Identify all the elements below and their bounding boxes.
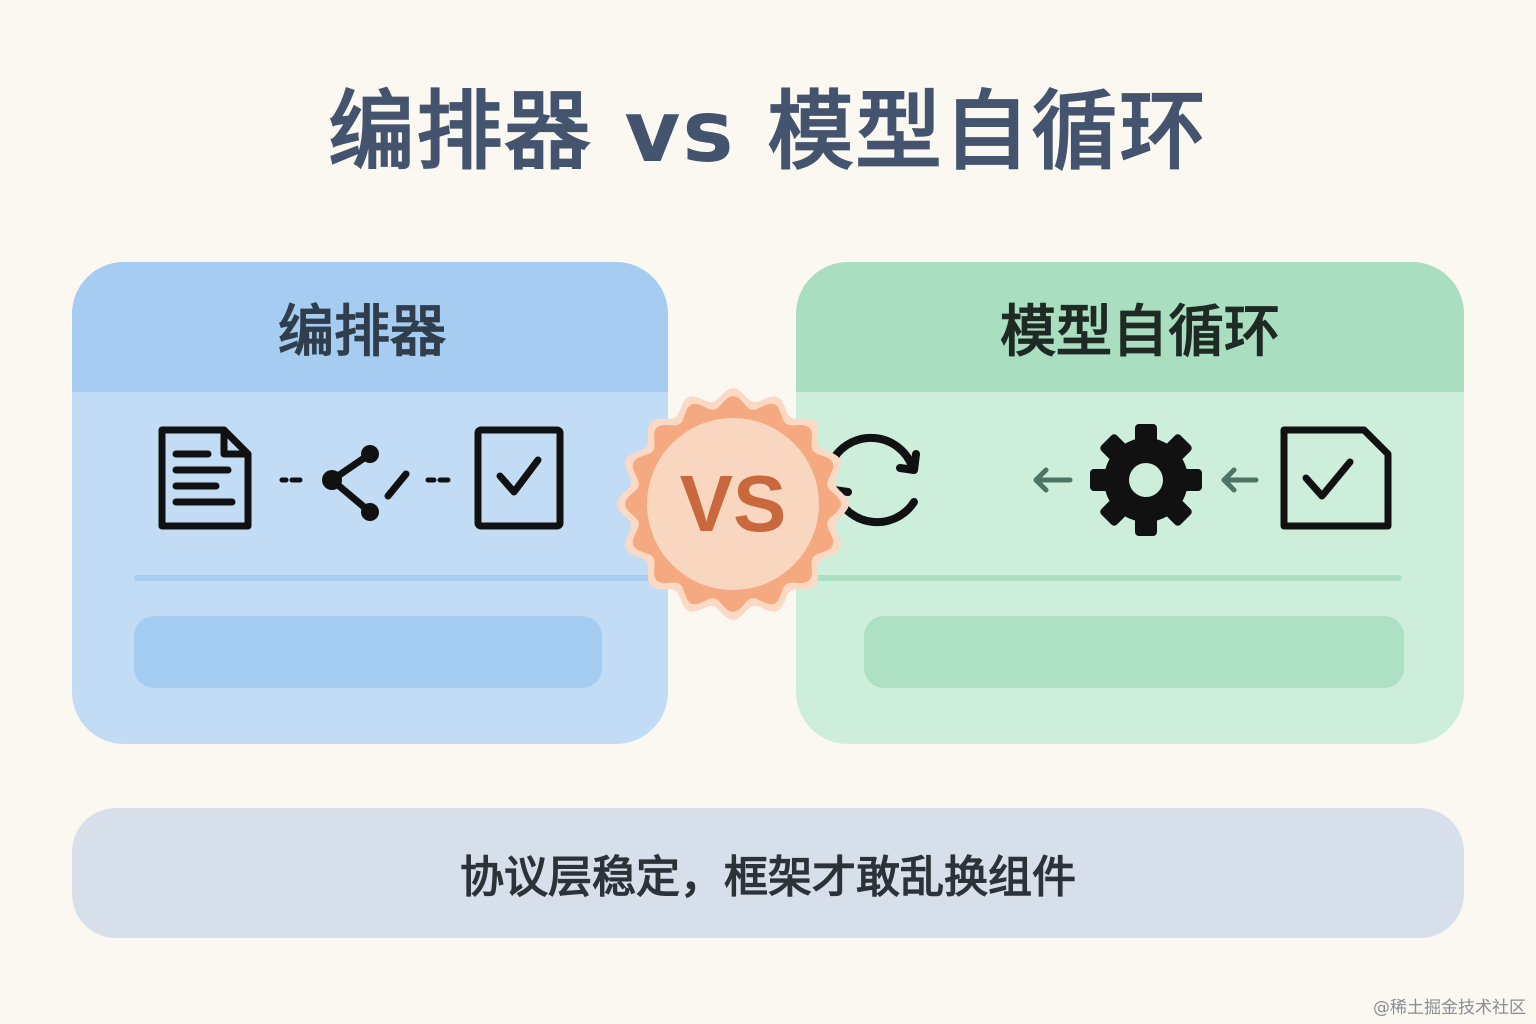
vs-badge: VS — [615, 386, 851, 622]
model-loop-icon-row — [796, 420, 1464, 540]
arrow-left-icon — [1221, 467, 1259, 493]
model-loop-divider — [814, 575, 1402, 581]
document-icon — [158, 426, 252, 530]
gear-icon — [1090, 424, 1202, 536]
model-loop-panel: 模型自循环 — [796, 262, 1464, 744]
vs-seal-shape — [617, 388, 849, 620]
watermark: @稀土掘金技术社区 — [1373, 998, 1526, 1018]
orchestrator-panel: 编排器 — [72, 262, 668, 744]
orchestrator-icon-row — [72, 420, 668, 540]
footer-caption: 协议层稳定，框架才敢乱换组件 — [72, 808, 1464, 938]
orchestrator-divider — [134, 575, 668, 581]
orchestrator-placeholder-bar — [134, 616, 602, 688]
page-title: 编排器 vs 模型自循环 — [328, 82, 1208, 182]
arrow-left-icon — [1033, 467, 1073, 493]
model-loop-placeholder-bar — [864, 616, 1404, 688]
orchestrator-heading: 编排器 — [72, 262, 668, 392]
vs-seal-center — [647, 418, 819, 590]
checkbox-icon — [474, 426, 564, 530]
vs-label: VS — [679, 459, 787, 548]
checkbox-icon — [1280, 426, 1392, 530]
model-loop-heading: 模型自循环 — [796, 262, 1464, 392]
branch-icon — [322, 445, 410, 521]
